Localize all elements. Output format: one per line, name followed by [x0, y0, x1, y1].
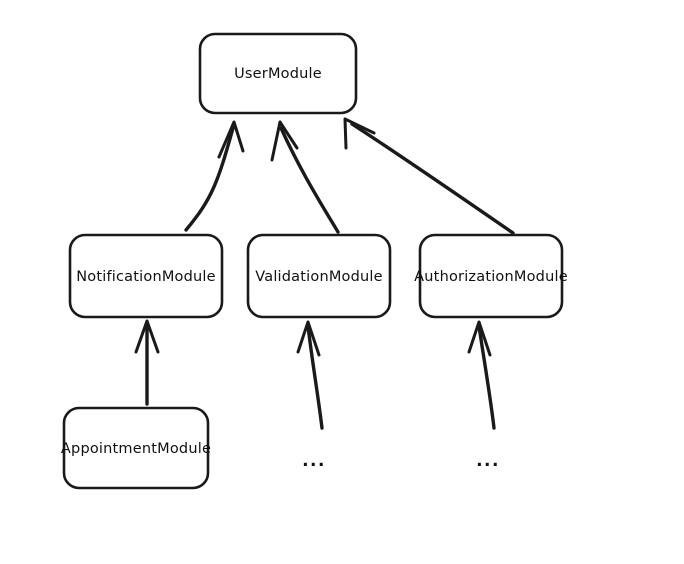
node-label: ValidationModule [255, 269, 383, 285]
edge-line [279, 126, 340, 234]
arrowhead-icon [343, 117, 376, 150]
node-box [418, 233, 564, 319]
edge-line [306, 324, 324, 430]
node-box [198, 32, 358, 115]
node-notification-module[interactable]: NotificationModule [68, 233, 224, 319]
node-authorization-module[interactable]: AuthorizationModule [414, 233, 568, 319]
edge-ellipsis-to-validation [296, 320, 324, 430]
arrowhead-icon [296, 320, 321, 357]
arrowhead-icon [270, 120, 299, 162]
node-label: AuthorizationModule [414, 269, 568, 285]
edge-line [184, 126, 235, 232]
node-label: AppointmentModule [61, 441, 211, 457]
node-box [68, 233, 224, 319]
edge-authorization-to-user [343, 117, 515, 235]
edge-appointment-to-notification [134, 319, 160, 406]
arrowhead-icon [467, 320, 492, 357]
arrowhead-icon [134, 319, 160, 354]
edge-validation-to-user [270, 120, 340, 234]
ellipsis-marker-authorization: ... [476, 451, 500, 471]
arrowhead-icon [217, 120, 245, 159]
edge-line [350, 122, 515, 235]
node-validation-module[interactable]: ValidationModule [246, 233, 392, 319]
node-user-module[interactable]: UserModule [198, 32, 358, 115]
edge-notification-to-user [184, 120, 245, 232]
edge-ellipsis-to-authorization [467, 320, 496, 430]
ellipsis-marker-validation: ... [302, 451, 326, 471]
node-label: UserModule [234, 66, 322, 82]
edge-line [477, 324, 496, 430]
node-label: NotificationModule [76, 269, 216, 285]
node-appointment-module[interactable]: AppointmentModule [61, 406, 211, 490]
node-box [246, 233, 392, 319]
node-box [62, 406, 210, 490]
